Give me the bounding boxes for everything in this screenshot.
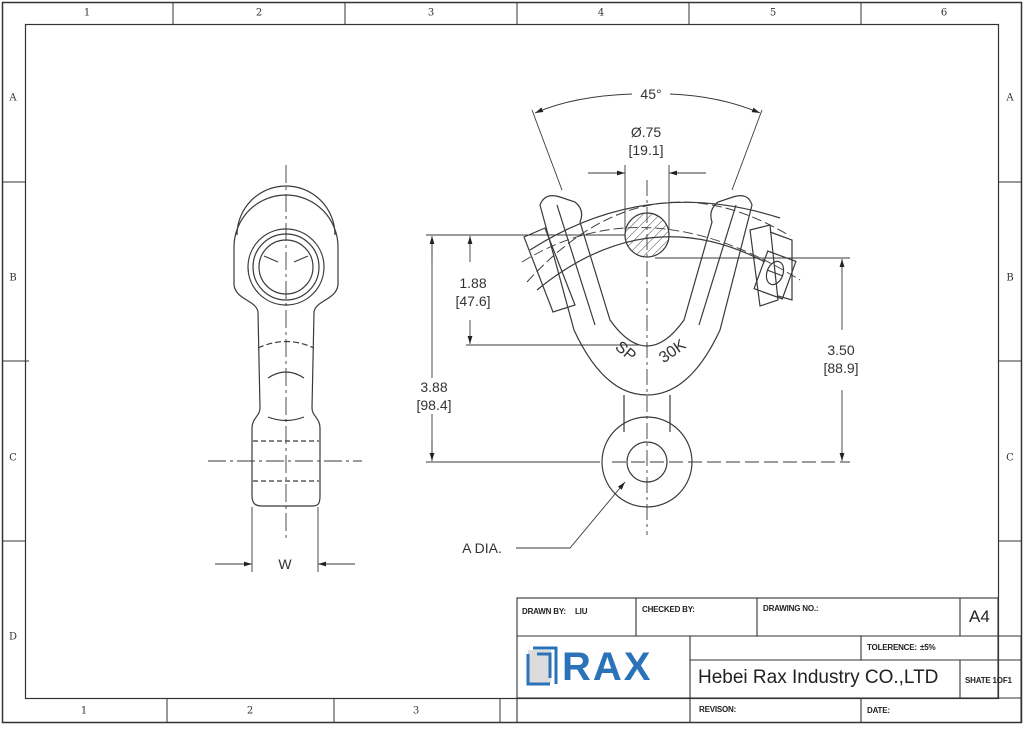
zone-row-d-left: D: [8, 631, 18, 643]
tolerance-label: TOLERENCE:: [867, 643, 917, 652]
width-dimension-label: W: [278, 556, 292, 572]
pin-to-eye-mm: [88.9]: [823, 360, 859, 376]
revision-label: REVISON:: [699, 705, 737, 714]
pin-diameter-inch: Ø.75: [630, 124, 662, 140]
rax-logo-icon: [526, 646, 558, 686]
zone-col-3: 3: [427, 7, 435, 19]
zone-row-a-left: A: [9, 92, 17, 104]
title-block-grid: [516, 597, 1022, 722]
drawn-by-value: LIU: [575, 607, 588, 616]
zone-bottom-col-3: 3: [412, 705, 420, 717]
pin-to-eye-dimension: 3.50 [88.9]: [823, 341, 859, 377]
sheet-number: SHATE 1OF1: [965, 676, 1012, 685]
inner-depth-inch: 1.88: [459, 275, 487, 291]
hole-diameter-label: A DIA.: [462, 540, 502, 556]
zone-bottom-col-2: 2: [246, 705, 254, 717]
side-view: [208, 165, 362, 572]
zone-row-c-left: C: [9, 452, 17, 464]
pin-diameter-dimension: Ø.75 [19.1]: [628, 123, 663, 159]
paper-size: A4: [969, 607, 990, 626]
zone-col-2: 2: [255, 7, 263, 19]
pin-diameter-mm: [19.1]: [628, 142, 664, 158]
date-label: DATE:: [867, 706, 890, 715]
front-view: [426, 93, 850, 549]
drawing-no-label: DRAWING NO.:: [763, 604, 819, 613]
overall-length-mm: [98.4]: [416, 397, 452, 413]
company-name: Hebei Rax Industry CO.,LTD: [698, 667, 939, 688]
pin-to-eye-inch: 3.50: [827, 342, 855, 358]
zone-col-5: 5: [769, 7, 777, 19]
zone-bottom-col-1: 1: [80, 705, 88, 717]
zone-col-6: 6: [940, 7, 948, 19]
checked-by-label: CHECKED BY:: [642, 605, 695, 614]
drawn-by-label: DRAWN BY:: [522, 607, 566, 616]
inner-depth-mm: [47.6]: [455, 293, 491, 309]
overall-length-dimension: 3.88 [98.4]: [416, 378, 452, 414]
tolerance-value: ±5%: [920, 643, 936, 652]
overall-length-inch: 3.88: [420, 379, 448, 395]
inner-depth-dimension: 1.88 [47.6]: [455, 274, 490, 310]
angle-dimension-label: 45°: [640, 86, 662, 102]
zone-row-c-right: C: [1006, 452, 1014, 464]
zone-col-1: 1: [83, 7, 91, 19]
rax-logo-text: RAX: [562, 645, 653, 689]
zone-row-b-left: B: [9, 272, 17, 284]
zone-row-b-right: B: [1006, 272, 1014, 284]
zone-row-a-right: A: [1006, 92, 1014, 104]
zone-col-4: 4: [597, 7, 605, 19]
